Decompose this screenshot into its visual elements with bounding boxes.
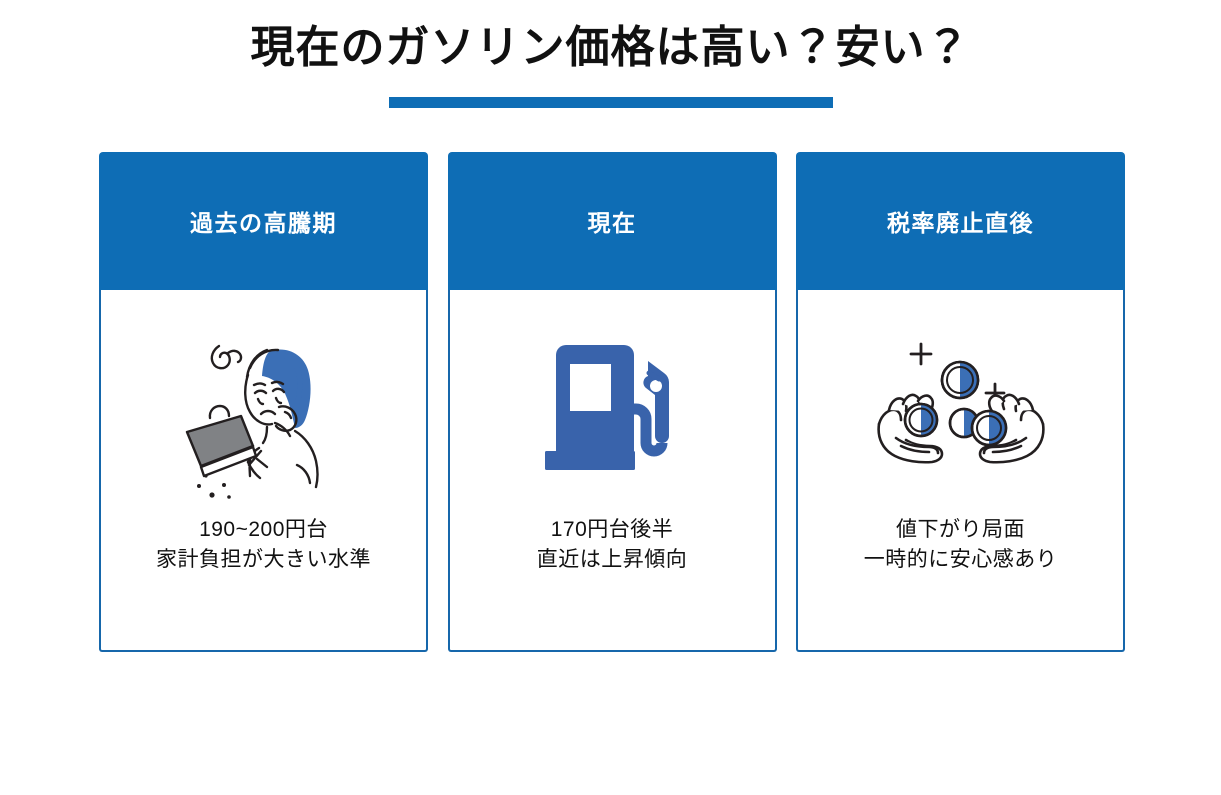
- card-text-past-surge: 190~200円台 家計負担が大きい水準: [156, 515, 371, 575]
- card-header-past-surge: 過去の高騰期: [99, 152, 428, 290]
- card-text-line-2: 直近は上昇傾向: [536, 547, 688, 571]
- gas-pump-icon: [545, 344, 670, 470]
- card-text-line-2: 家計負担が大きい水準: [156, 547, 371, 571]
- card-text-line-1: 190~200円台: [199, 518, 328, 541]
- illustration-current: [450, 300, 775, 515]
- card-header-label: 過去の高騰期: [190, 210, 337, 236]
- card-after-tax-abolition[interactable]: 税率廃止直後: [796, 152, 1125, 652]
- title-block: 現在のガソリン価格は高い？安い？: [0, 20, 1221, 108]
- card-header-current: 現在: [447, 152, 777, 290]
- card-body-after-tax-abolition: 値下がり局面 一時的に安心感あり: [796, 290, 1125, 652]
- worried-woman-dropping-wallet-icon: [185, 344, 319, 499]
- page-title: 現在のガソリン価格は高い？安い？: [250, 23, 971, 72]
- title-underline: [388, 97, 833, 108]
- card-group: 過去の高騰期: [99, 152, 1125, 652]
- illustration-after-tax-abolition: [798, 300, 1123, 515]
- hands-catching-coins-icon: [876, 342, 1045, 464]
- card-text-line-2: 一時的に安心感あり: [863, 547, 1058, 571]
- card-past-surge[interactable]: 過去の高騰期: [99, 152, 428, 652]
- card-header-label: 税率廃止直後: [887, 210, 1034, 236]
- card-current[interactable]: 現在: [447, 152, 777, 652]
- illustration-past-surge: [101, 300, 426, 515]
- card-text-current: 170円台後半 直近は上昇傾向: [537, 515, 688, 575]
- card-body-past-surge: 190~200円台 家計負担が大きい水準: [99, 290, 428, 652]
- card-body-current: 170円台後半 直近は上昇傾向: [447, 290, 777, 652]
- card-text-after-tax-abolition: 値下がり局面 一時的に安心感あり: [864, 515, 1058, 575]
- card-header-after-tax-abolition: 税率廃止直後: [796, 152, 1125, 290]
- card-header-label: 現在: [587, 210, 637, 236]
- card-text-line-1: 170円台後半: [550, 518, 674, 541]
- card-text-line-1: 値下がり局面: [896, 518, 1025, 541]
